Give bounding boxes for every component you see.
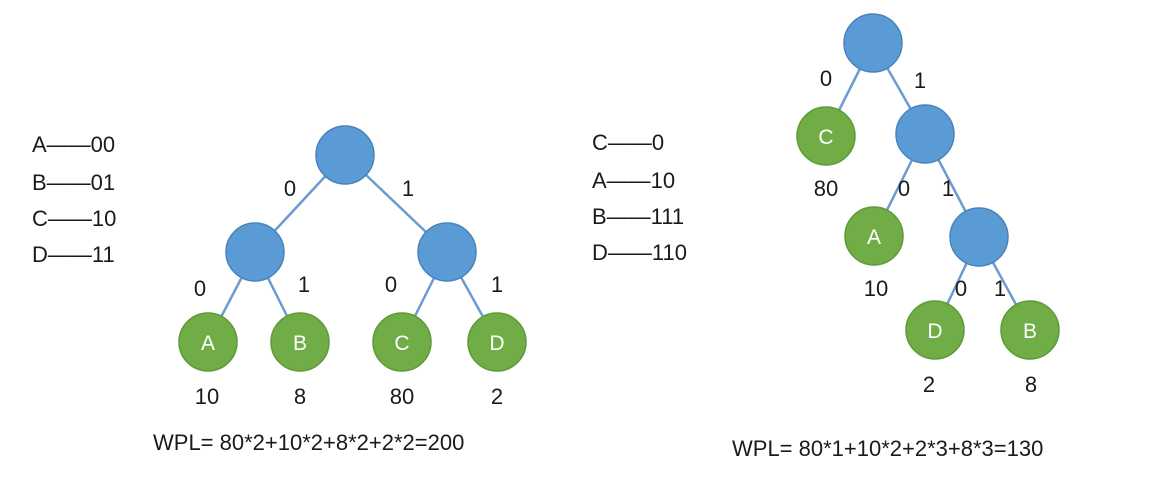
right-edge-label-root-left: 0 xyxy=(820,66,832,91)
right-leaf-a-weight: 10 xyxy=(864,276,888,301)
left-internal-node-right xyxy=(417,222,477,282)
right-internal-node-1 xyxy=(895,104,955,164)
left-code-row: C——10 xyxy=(32,206,116,231)
right-leaf-b-label: B xyxy=(1023,320,1037,343)
left-leaf-d-label: D xyxy=(489,332,504,355)
right-leaf-a-label: A xyxy=(867,226,881,249)
left-leaf-b-weight: 8 xyxy=(294,384,306,409)
left-edge-label-l-left: 0 xyxy=(194,276,206,301)
left-edge-label-r-left: 0 xyxy=(385,272,397,297)
left-leaf-c-weight: 80 xyxy=(390,384,414,409)
right-leaf-c-node xyxy=(796,106,856,166)
left-code-row: A——00 xyxy=(32,132,115,157)
left-root-node xyxy=(315,125,375,185)
right-code-row: D——110 xyxy=(592,240,687,265)
right-leaf-d-label: D xyxy=(927,320,942,343)
right-edge-label-n2-right: 1 xyxy=(994,276,1006,301)
left-leaf-b-node xyxy=(270,312,330,372)
right-leaf-c-weight: 80 xyxy=(814,176,838,201)
right-code-row: B——111 xyxy=(592,204,684,229)
left-leaf-b-label: B xyxy=(293,332,307,355)
left-leaf-a-node xyxy=(178,312,238,372)
right-code-row: A——10 xyxy=(592,168,675,193)
right-root-node xyxy=(843,13,903,73)
left-edge-label-l-right: 1 xyxy=(298,272,310,297)
left-leaf-c-node xyxy=(372,312,432,372)
right-leaf-c-label: C xyxy=(818,126,833,149)
right-code-table: C——0 A——10 B——111 D——110 xyxy=(592,130,687,265)
left-leaf-c-label: C xyxy=(394,332,409,355)
left-code-row: D——11 xyxy=(32,242,115,267)
right-leaf-b-node xyxy=(1000,300,1060,360)
left-leaf-d-node xyxy=(467,312,527,372)
left-leaf-d-weight: 2 xyxy=(491,384,503,409)
right-leaf-b-weight: 8 xyxy=(1025,372,1037,397)
right-edge-label-n1-left: 0 xyxy=(898,176,910,201)
left-tree: A B C D 0 1 0 1 0 1 10 8 80 2 WPL= 80*2+… xyxy=(153,125,527,455)
left-edge-label-root-right: 1 xyxy=(402,176,414,201)
left-edge-label-root-left: 0 xyxy=(284,176,296,201)
right-internal-node-2 xyxy=(949,207,1009,267)
right-edge-label-n1-right: 1 xyxy=(942,176,954,201)
left-internal-node-left xyxy=(225,222,285,282)
right-leaf-d-weight: 2 xyxy=(923,372,935,397)
left-leaf-a-weight: 10 xyxy=(195,384,219,409)
left-leaf-a-label: A xyxy=(201,332,215,355)
right-tree: C A D B 0 1 0 1 0 1 80 10 2 8 WPL= 80*1+… xyxy=(732,13,1060,461)
right-edge-label-n2-left: 0 xyxy=(955,276,967,301)
left-code-table: A——00 B——01 C——10 D——11 xyxy=(32,132,116,267)
right-leaf-a-node xyxy=(844,206,904,266)
right-leaf-d-node xyxy=(905,300,965,360)
right-code-row: C——0 xyxy=(592,130,664,155)
right-edge-label-root-right: 1 xyxy=(914,68,926,93)
right-wpl-formula: WPL= 80*1+10*2+2*3+8*3=130 xyxy=(732,436,1043,461)
left-edge-label-r-right: 1 xyxy=(491,272,503,297)
left-wpl-formula: WPL= 80*2+10*2+8*2+2*2=200 xyxy=(153,430,464,455)
left-code-row: B——01 xyxy=(32,170,115,195)
